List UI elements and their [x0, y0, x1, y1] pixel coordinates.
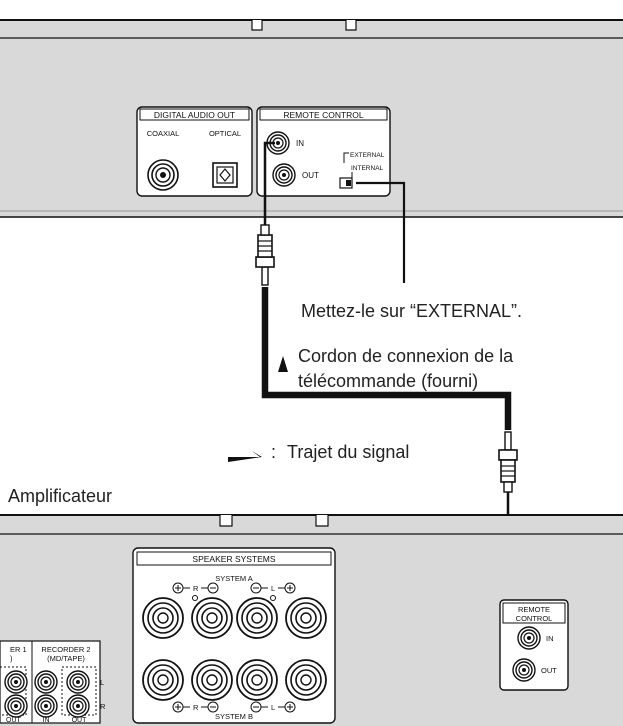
amplifier-label: Amplificateur	[8, 486, 112, 506]
signal-arrow-icon	[228, 451, 262, 462]
coaxial-label: COAXIAL	[147, 129, 180, 138]
recorder2-out-l-jack[interactable]	[66, 670, 90, 694]
amp-remote-control-section: REMOTE CONTROL IN OUT	[499, 599, 569, 691]
switch-note: Mettez-le sur “EXTERNAL”.	[301, 301, 522, 321]
recorder2-out-r-jack[interactable]	[66, 694, 90, 718]
speaker-b-r-minus-terminal[interactable]	[191, 659, 233, 701]
speaker-systems-section: SPEAKER SYSTEMS SYSTEM A R L	[132, 547, 336, 724]
external-internal-switch[interactable]	[339, 177, 353, 189]
system-b-l-label: L	[271, 703, 275, 712]
recorder-section: ER 1 ) RECORDER 2 (MD/TAPE) L R OUT IN O…	[0, 640, 106, 724]
recorder2-sub: (MD/TAPE)	[47, 654, 85, 663]
amp-remote-out-jack[interactable]	[512, 658, 536, 682]
speaker-a-r-plus-terminal[interactable]	[142, 597, 184, 639]
switch-pointer-line	[356, 181, 406, 283]
recorder2-label: RECORDER 2	[41, 645, 90, 654]
amp-remote-in-label: IN	[546, 634, 554, 643]
system-a-l-label: L	[271, 584, 275, 593]
speaker-b-r-plus-terminal[interactable]	[142, 659, 184, 701]
system-a-polarity: R L	[172, 582, 296, 601]
speaker-b-l-minus-terminal[interactable]	[236, 659, 278, 701]
speaker-a-r-minus-terminal[interactable]	[191, 597, 233, 639]
recorder-r-label: R	[100, 702, 106, 711]
recorder2-out-label: OUT	[72, 717, 88, 724]
legend-colon: :	[271, 442, 276, 462]
coaxial-jack[interactable]	[147, 159, 179, 191]
recorder2-in-label: IN	[43, 717, 50, 724]
recorder2-in-r-jack[interactable]	[34, 694, 58, 718]
amp-remote-title-2: CONTROL	[516, 614, 553, 623]
recorder1-jack-r[interactable]	[4, 694, 28, 718]
signal-path-legend: : Trajet du signal	[228, 442, 409, 462]
player-in-label: IN	[296, 139, 304, 148]
internal-label: INTERNAL	[351, 165, 384, 172]
recorder-l-label: L	[100, 678, 104, 687]
amp-remote-out-label: OUT	[541, 666, 557, 675]
player-out-label: OUT	[302, 171, 319, 180]
recorder1-sub: )	[10, 654, 13, 663]
speaker-a-l-minus-terminal[interactable]	[236, 597, 278, 639]
speaker-a-l-plus-terminal[interactable]	[285, 597, 327, 639]
amp-remote-title-1: REMOTE	[518, 605, 550, 614]
digital-audio-out-section: DIGITAL AUDIO OUT COAXIAL OPTICAL	[136, 106, 253, 197]
recorder2-in-l-jack[interactable]	[34, 670, 58, 694]
speaker-b-l-plus-terminal[interactable]	[285, 659, 327, 701]
remote-control-title: REMOTE CONTROL	[283, 110, 364, 120]
system-a-r-label: R	[193, 584, 199, 593]
system-b-r-label: R	[193, 703, 199, 712]
recorder1-out-label: OUT	[6, 717, 22, 724]
system-a-label: SYSTEM A	[215, 574, 253, 583]
amp-remote-in-jack[interactable]	[517, 626, 541, 650]
system-b-polarity: R L	[172, 701, 296, 713]
speaker-systems-title: SPEAKER SYSTEMS	[192, 554, 275, 564]
player-remote-out-jack[interactable]	[272, 163, 296, 187]
optical-port[interactable]	[212, 162, 238, 188]
recorder1-label: ER 1	[10, 645, 27, 654]
optical-label: OPTICAL	[209, 129, 241, 138]
legend-text: Trajet du signal	[287, 442, 409, 462]
player-remote-control-section: REMOTE CONTROL IN OUT EXTERNAL INTERNAL	[256, 106, 391, 197]
cable-label-line1: Cordon de connexion de la	[298, 346, 514, 366]
digital-audio-out-title: DIGITAL AUDIO OUT	[154, 110, 235, 120]
system-b-label: SYSTEM B	[215, 712, 253, 721]
recorder1-jack-l[interactable]	[4, 670, 28, 694]
cable-label-line2: télécommande (fourni)	[298, 371, 478, 391]
external-label: EXTERNAL	[350, 152, 385, 159]
